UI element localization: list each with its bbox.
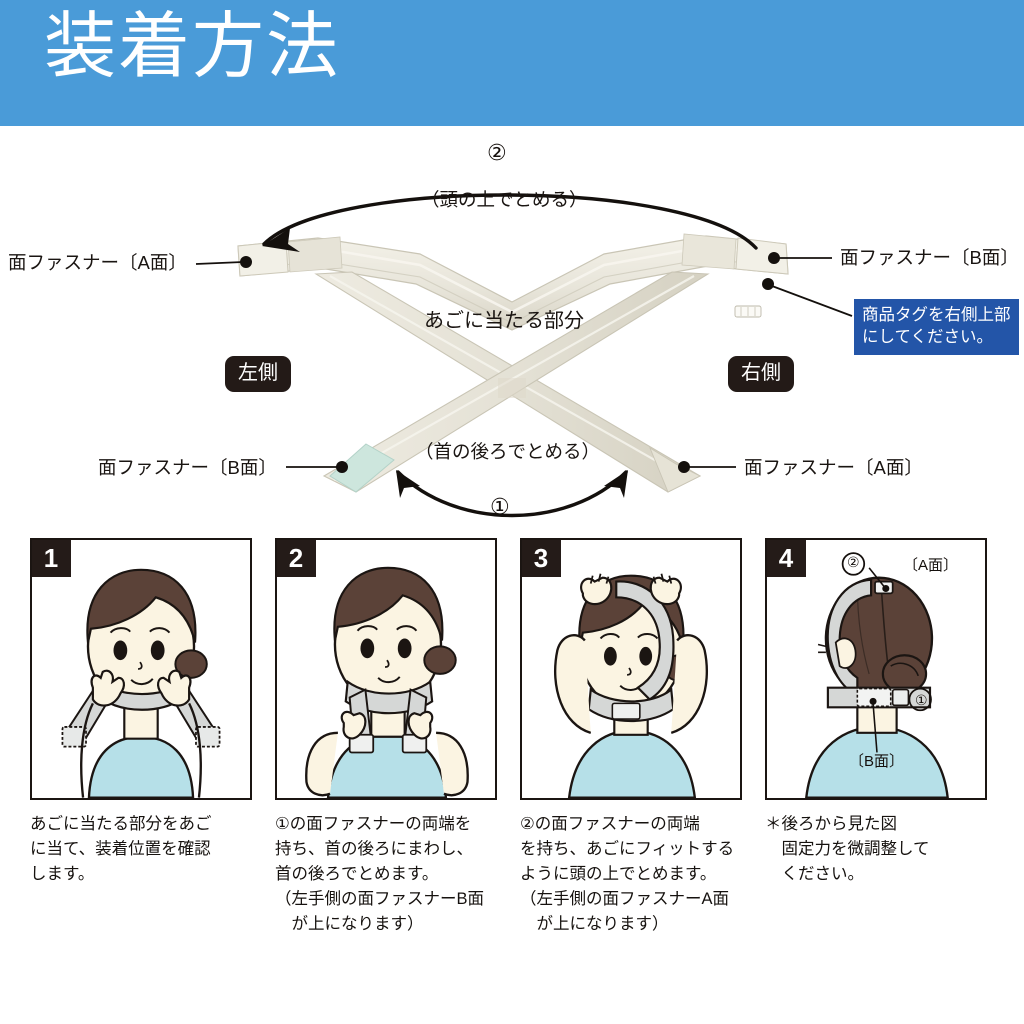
header-banner: 装着方法 bbox=[0, 0, 1024, 126]
label-fastener-bottom-right: 面ファスナー〔A面〕 bbox=[744, 457, 923, 478]
step-2-illustration bbox=[305, 566, 469, 798]
step-4-frame: 4 bbox=[765, 538, 987, 800]
leader-dot-top-right bbox=[768, 252, 780, 264]
label-fastener-top-right: 面ファスナー〔B面〕 bbox=[840, 247, 1019, 268]
product-diagram: ② （頭の上でとめる） （首の後ろでとめる） ① 面ファスナー〔A面〕 面ファス… bbox=[0, 126, 1024, 538]
bottom-arc-left-arrowhead bbox=[396, 470, 420, 498]
step-4-illustration bbox=[805, 552, 949, 798]
product-tag-callout: 商品タグを右側上部 にしてください。 bbox=[854, 299, 1019, 355]
step-4-top-side-label: 〔A面〕 bbox=[903, 557, 959, 574]
step-4-number: 4 bbox=[767, 540, 806, 577]
top-arc-arrowhead bbox=[262, 228, 300, 252]
product-tag-graphic bbox=[734, 305, 762, 318]
steps-row: 1 bbox=[0, 538, 1024, 1024]
step-panel-2: 2 bbox=[275, 538, 499, 937]
step-1-number: 1 bbox=[32, 540, 71, 577]
step-4-right-number: ① bbox=[915, 692, 928, 708]
bottom-arc-right-arrowhead bbox=[604, 470, 628, 498]
step-2-caption: ①の面ファスナーの両端を 持ち、首の後ろにまわし、 首の後ろでとめます。 （左手… bbox=[275, 815, 485, 934]
tag-callout-line2: にしてください。 bbox=[862, 328, 994, 347]
step-4-top-number: ② bbox=[847, 554, 860, 570]
badge-left-side: 左側 bbox=[225, 356, 291, 392]
step-2-frame: 2 bbox=[275, 538, 497, 800]
step-panel-4: 4 bbox=[765, 538, 989, 887]
tag-callout-line1: 商品タグを右側上部 bbox=[862, 306, 1011, 324]
leader-dot-top-left bbox=[240, 256, 252, 268]
product-illustration bbox=[195, 193, 853, 518]
label-chin-contact-area: あごに当たる部分 bbox=[424, 310, 584, 332]
top-arc-step-number: ② bbox=[487, 140, 507, 165]
leader-dot-bottom-right bbox=[678, 461, 690, 473]
page-title: 装着方法 bbox=[44, 7, 341, 87]
step-4-bottom-side-label: 〔B面〕 bbox=[849, 753, 905, 770]
label-fastener-bottom-left: 面ファスナー〔B面〕 bbox=[98, 457, 277, 478]
step-4-caption: ＊後ろから見た図 固定力を微調整して ください。 bbox=[765, 815, 930, 884]
top-arc bbox=[262, 193, 758, 250]
step-1-frame: 1 bbox=[30, 538, 252, 800]
bottom-arc-step-number: ① bbox=[490, 494, 510, 519]
bottom-arc-note: （首の後ろでとめる） bbox=[415, 441, 601, 462]
fastener-patch-a bbox=[649, 446, 702, 493]
step-3-frame: 3 bbox=[520, 538, 742, 800]
step-panel-1: 1 bbox=[30, 538, 254, 887]
top-arc-note: （頭の上でとめる） bbox=[421, 189, 588, 210]
step-3-number: 3 bbox=[522, 540, 561, 577]
step-1-illustration bbox=[61, 568, 221, 798]
step-panel-3: 3 bbox=[520, 538, 744, 937]
leader-dot-tag bbox=[762, 278, 774, 290]
badge-right-side: 右側 bbox=[728, 356, 794, 392]
leader-dot-bottom-left bbox=[336, 461, 348, 473]
fastener-b-patch bbox=[856, 687, 892, 708]
step-2-number: 2 bbox=[277, 540, 316, 577]
label-fastener-top-left: 面ファスナー〔A面〕 bbox=[8, 252, 187, 273]
step-3-caption: ②の面ファスナーの両端 を持ち、あごにフィットする ように頭の上でとめます。 （… bbox=[520, 815, 735, 934]
step-1-caption: あごに当たる部分をあご に当て、装着位置を確認 します。 bbox=[30, 815, 212, 884]
step-3-illustration bbox=[553, 573, 709, 798]
bottom-arc bbox=[396, 470, 628, 518]
